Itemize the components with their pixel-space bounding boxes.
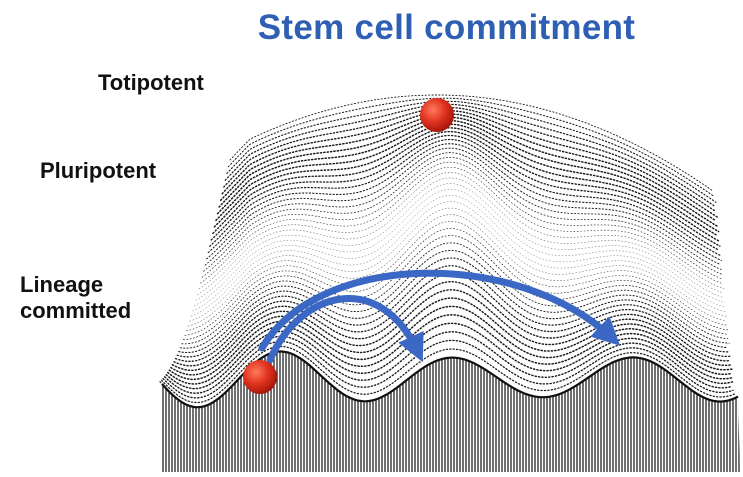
- contour-line: [180, 250, 729, 348]
- label-committed: committed: [20, 298, 131, 324]
- contour-line: [216, 124, 717, 235]
- contour-line: [221, 114, 716, 221]
- contour-line: [208, 144, 721, 261]
- contour-line: [207, 148, 720, 264]
- contour-line: [202, 162, 721, 278]
- contour-line: [200, 167, 722, 284]
- cell-ball-icon: [420, 98, 454, 132]
- contour-line: [210, 140, 720, 256]
- label-lineage: Lineage: [20, 272, 103, 298]
- label-totipotent: Totipotent: [98, 70, 204, 96]
- cell-ball-icon: [243, 360, 277, 394]
- contour-line: [227, 101, 716, 202]
- contour-line: [224, 108, 716, 212]
- contour-line: [219, 117, 717, 226]
- contour-line: [225, 104, 714, 205]
- diagram-title: Stem cell commitment: [0, 8, 743, 48]
- label-pluripotent: Pluripotent: [40, 158, 156, 184]
- contour-line: [222, 111, 717, 217]
